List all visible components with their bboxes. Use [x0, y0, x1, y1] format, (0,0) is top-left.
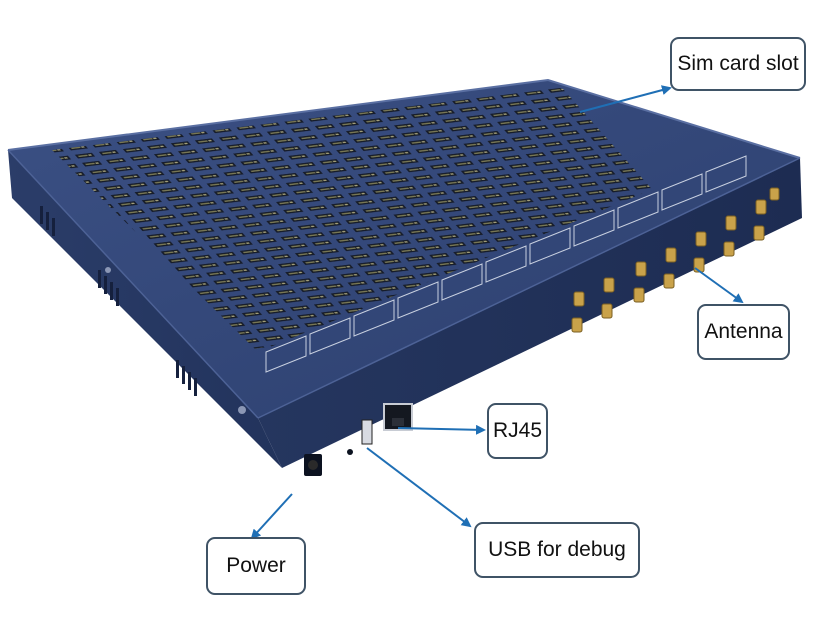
- sim-card-slot-label: Sim card slot: [677, 52, 799, 75]
- arrow-rj45: [397, 424, 486, 435]
- antenna-callout: Antenna: [697, 304, 790, 360]
- device-front-face: [258, 158, 802, 468]
- arrow-usb-for-debug: [366, 447, 472, 528]
- antenna-connectors: [571, 187, 780, 333]
- power-callout: Power: [206, 537, 306, 595]
- arrow-antenna: [694, 267, 744, 304]
- usb-for-debug-callout: USB for debug: [474, 522, 640, 578]
- arrow-power: [250, 493, 293, 540]
- rj45-label: RJ45: [492, 419, 543, 442]
- sim-card-slot-callout: Sim card slot: [670, 37, 806, 91]
- arrow-sim-card-slot: [579, 85, 672, 113]
- annotation-arrows: [250, 85, 744, 540]
- rj45-port: [383, 403, 413, 431]
- reset-button: [347, 449, 353, 455]
- gsm-gateway-device: [7, 78, 802, 476]
- device-left-side: [8, 150, 282, 468]
- usb-for-debug-label: USB for debug: [488, 538, 626, 561]
- rj45-callout: RJ45: [487, 403, 548, 459]
- screw: [238, 406, 246, 414]
- side-vents: [40, 206, 197, 396]
- rear-ports: [304, 403, 413, 476]
- usb-port: [361, 419, 373, 445]
- power-label: Power: [226, 554, 286, 577]
- slot-label-row: [265, 155, 747, 373]
- antenna-label: Antenna: [704, 320, 783, 343]
